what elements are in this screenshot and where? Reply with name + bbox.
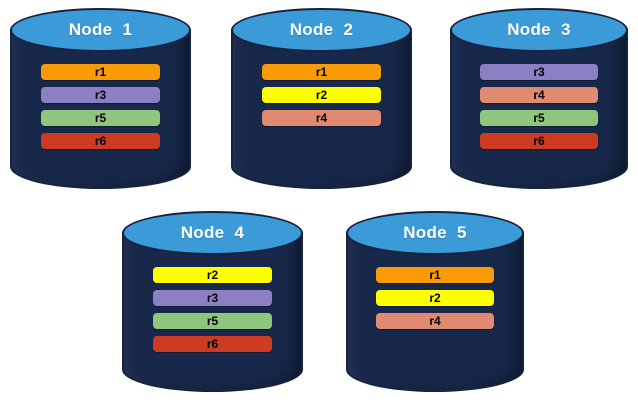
database-node-1[interactable]: Node 1 r1 r3 r5 r6 <box>10 8 191 189</box>
database-node-5[interactable]: Node 5 r1 r2 r4 <box>346 211 524 392</box>
record-list-3: r3 r4 r5 r6 <box>450 64 628 149</box>
cylinder-top-ellipse-1 <box>10 8 191 52</box>
record-bar[interactable]: r5 <box>480 110 598 126</box>
record-list-5: r1 r2 r4 <box>346 267 524 329</box>
record-bar[interactable]: r5 <box>152 313 273 329</box>
record-list-4: r2 r3 r5 r6 <box>122 267 303 352</box>
database-node-3[interactable]: Node 3 r3 r4 r5 r6 <box>450 8 628 189</box>
cylinder-top-ellipse-5 <box>346 211 524 255</box>
record-bar[interactable]: r3 <box>480 64 598 80</box>
database-node-2[interactable]: Node 2 r1 r2 r4 <box>231 8 412 189</box>
record-bar[interactable]: r2 <box>376 290 494 306</box>
record-bar[interactable]: r5 <box>40 110 161 126</box>
record-bar[interactable]: r3 <box>40 87 161 103</box>
cylinder-shape-3: Node 3 <box>450 8 628 189</box>
record-bar[interactable]: r1 <box>376 267 494 283</box>
node-title-4: Node 4 <box>180 223 245 242</box>
record-bar[interactable]: r6 <box>152 336 273 352</box>
record-bar[interactable]: r4 <box>376 313 494 329</box>
cylinder-body-4 <box>122 232 303 392</box>
record-bar[interactable]: r4 <box>261 110 382 126</box>
record-bar[interactable]: r6 <box>40 133 161 149</box>
record-list-2: r1 r2 r4 <box>231 64 412 126</box>
record-bar[interactable]: r4 <box>480 87 598 103</box>
cylinder-body-5 <box>346 232 524 392</box>
cylinder-top-ellipse-4 <box>122 211 303 255</box>
record-bar[interactable]: r2 <box>152 267 273 283</box>
record-bar[interactable]: r3 <box>152 290 273 306</box>
record-bar[interactable]: r1 <box>261 64 382 80</box>
node-title-5: Node 5 <box>403 223 467 242</box>
cylinder-shape-2: Node 2 <box>231 8 412 189</box>
cylinder-shape-4: Node 4 <box>122 211 303 392</box>
cylinder-shape-5: Node 5 <box>346 211 524 392</box>
cylinder-top-ellipse-2 <box>231 8 412 52</box>
record-bar[interactable]: r1 <box>40 64 161 80</box>
cylinder-top-ellipse-3 <box>450 8 628 52</box>
node-title-2: Node 2 <box>289 20 354 39</box>
record-bar[interactable]: r6 <box>480 133 598 149</box>
record-bar[interactable]: r2 <box>261 87 382 103</box>
node-title-3: Node 3 <box>507 20 571 39</box>
cylinder-shape-1: Node 1 <box>10 8 191 189</box>
record-list-1: r1 r3 r5 r6 <box>10 64 191 149</box>
database-node-4[interactable]: Node 4 r2 r3 r5 r6 <box>122 211 303 392</box>
node-title-1: Node 1 <box>68 20 133 39</box>
